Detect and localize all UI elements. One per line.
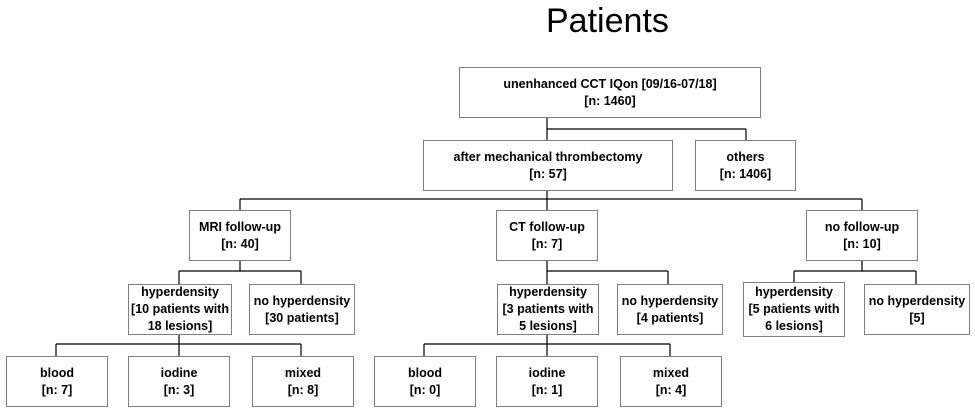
node-no-followup: no follow-up [n: 10] [806, 210, 918, 261]
node-ct-line2: [n: 7] [531, 236, 563, 251]
node-nofollow-line1: no follow-up [824, 219, 900, 234]
node-mri-mixed-line1: mixed [284, 365, 322, 380]
node-ct-hyperdensity: hyperdensity [3 patients with 5 lesions] [497, 284, 599, 335]
node-nf-hyper-line2: [5 patients with [748, 302, 840, 316]
node-thrombectomy-line2: [n: 57] [529, 166, 567, 181]
node-ct-mixed: mixed [n: 4] [620, 356, 722, 407]
node-mri-hyper-line2: [10 patients with [131, 302, 229, 316]
node-mri-iodine-line1: iodine [160, 365, 198, 380]
node-nofollow-hyperdensity: hyperdensity [5 patients with 6 lesions] [743, 282, 845, 337]
node-nofollow-line2: [n: 10] [843, 236, 881, 251]
node-mri-no-hyperdensity: no hyperdensity [30 patients] [249, 284, 355, 335]
diagram-title: Patients [546, 2, 669, 40]
node-ct-iodine-line2: [n: 1] [531, 382, 563, 397]
node-ct-nohyper-line2: [4 patients] [636, 310, 704, 325]
node-mri-iodine-line2: [n: 3] [163, 382, 195, 397]
node-nf-hyper-line1: hyperdensity [755, 285, 833, 299]
node-root-line1: unenhanced CCT IQon [09/16-07/18] [503, 76, 717, 91]
node-others: others [n: 1406] [695, 140, 796, 191]
node-ct-line1: CT follow-up [509, 219, 585, 234]
node-thrombectomy: after mechanical thrombectomy [n: 57] [423, 140, 673, 191]
node-ct-iodine: iodine [n: 1] [496, 356, 598, 407]
node-nofollow-no-hyperdensity: no hyperdensity [5] [864, 284, 970, 335]
node-ct-mixed-line2: [n: 4] [655, 382, 687, 397]
node-ct-iodine-line1: iodine [528, 365, 566, 380]
node-ct-followup: CT follow-up [n: 7] [496, 210, 598, 261]
node-ct-nohyper-line1: no hyperdensity [621, 293, 719, 308]
node-mri-line1: MRI follow-up [199, 219, 281, 234]
node-mri-blood: blood [n: 7] [6, 356, 108, 407]
node-mri-line2: [n: 40] [221, 236, 259, 251]
node-others-line1: others [726, 149, 765, 164]
node-mri-hyper-line3: 18 lesions] [147, 319, 213, 333]
node-ct-blood-line1: blood [407, 365, 442, 380]
node-mri-iodine: iodine [n: 3] [128, 356, 230, 407]
node-mri-blood-line1: blood [39, 365, 74, 380]
node-thrombectomy-line1: after mechanical thrombectomy [453, 149, 643, 164]
node-nf-nohyper-line2: [5] [909, 310, 925, 325]
node-ct-blood: blood [n: 0] [374, 356, 476, 407]
node-mri-hyperdensity: hyperdensity [10 patients with 18 lesion… [128, 284, 232, 335]
node-nf-nohyper-line1: no hyperdensity [868, 293, 966, 308]
node-others-line2: [n: 1406] [719, 166, 772, 181]
node-ct-hyper-line3: 5 lesions] [519, 319, 577, 333]
node-mri-nohyper-line1: no hyperdensity [253, 293, 351, 308]
node-mri-mixed-line2: [n: 8] [287, 382, 319, 397]
node-root-line2: [n: 1460] [584, 93, 636, 108]
node-mri-followup: MRI follow-up [n: 40] [189, 210, 291, 261]
node-ct-hyper-line2: [3 patients with [502, 302, 594, 316]
node-nf-hyper-line3: 6 lesions] [765, 319, 823, 333]
node-root: unenhanced CCT IQon [09/16-07/18] [n: 14… [459, 67, 761, 118]
node-mri-blood-line2: [n: 7] [41, 382, 73, 397]
node-ct-no-hyperdensity: no hyperdensity [4 patients] [617, 284, 723, 335]
node-ct-hyper-line1: hyperdensity [509, 285, 587, 299]
node-ct-mixed-line1: mixed [652, 365, 690, 380]
node-mri-nohyper-line2: [30 patients] [265, 310, 339, 325]
node-mri-hyper-line1: hyperdensity [141, 285, 219, 299]
node-mri-mixed: mixed [n: 8] [252, 356, 354, 407]
node-ct-blood-line2: [n: 0] [409, 382, 441, 397]
